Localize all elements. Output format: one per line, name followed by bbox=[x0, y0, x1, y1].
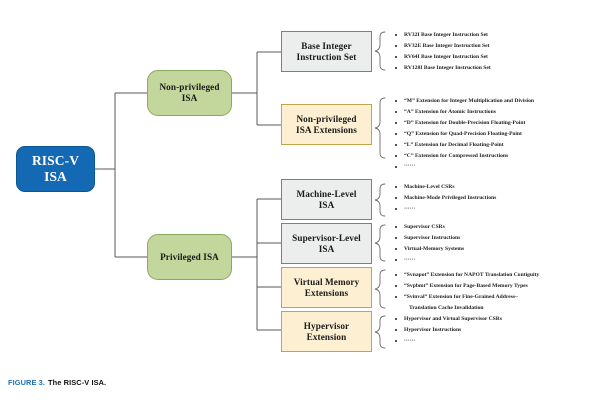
node-base-integer-instruction-set[interactable]: Base Integer Instruction Set bbox=[281, 31, 372, 72]
node-hypervisor-extension-label: Hypervisor Extension bbox=[282, 321, 371, 343]
figure-caption-number: FIGURE 3. bbox=[8, 378, 46, 387]
list-item: “C” Extension for Compressed Instruction… bbox=[393, 151, 534, 162]
node-base-integer-instruction-set-line1: Base Integer bbox=[301, 40, 352, 51]
node-non-privileged-isa-line2: ISA bbox=[181, 93, 198, 103]
list-item: ······ bbox=[393, 204, 496, 215]
node-hypervisor-extension[interactable]: Hypervisor Extension bbox=[281, 311, 372, 352]
list-item: “Svnapot” Extension for NAPOT Translatio… bbox=[393, 270, 539, 281]
node-non-privileged-isa-extensions[interactable]: Non-privileged ISA Extensions bbox=[281, 104, 372, 145]
list-item: “L” Extension for Decimal Floating-Point bbox=[393, 140, 534, 151]
node-supervisor-level-isa-line2: ISA bbox=[318, 243, 335, 254]
list-item: Hypervisor Instructions bbox=[393, 325, 502, 336]
bullets-base-integer-instruction-set: RV32I Base Integer Instruction Set RV32E… bbox=[393, 30, 491, 74]
list-item: Machine-Mode Privileged Instructions bbox=[393, 193, 496, 204]
node-virtual-memory-extensions[interactable]: Virtual Memory Extensions bbox=[281, 267, 372, 308]
list-item: ······ bbox=[393, 336, 502, 347]
list-item: RV32I Base Integer Instruction Set bbox=[393, 30, 491, 41]
list-item: “Svpbmt” Extension for Page-Based Memory… bbox=[393, 281, 539, 292]
list-item: “A” Extension for Atomic Instructions bbox=[393, 107, 534, 118]
node-risc-v-isa-label: RISC-V ISA bbox=[17, 153, 94, 185]
node-supervisor-level-isa[interactable]: Supervisor-Level ISA bbox=[281, 223, 372, 264]
node-virtual-memory-extensions-line2: Extensions bbox=[304, 287, 349, 298]
node-virtual-memory-extensions-label: Virtual Memory Extensions bbox=[282, 277, 371, 299]
node-risc-v-isa-line1: RISC-V bbox=[31, 153, 80, 169]
list-item: Virtual-Memory Systems bbox=[393, 244, 464, 255]
node-risc-v-isa-line2: ISA bbox=[44, 169, 67, 184]
node-non-privileged-isa[interactable]: Non-privileged ISA bbox=[147, 70, 232, 116]
bullets-hypervisor-extension: Hypervisor and Virtual Supervisor CSRs H… bbox=[393, 314, 502, 347]
bullets-supervisor-level-isa: Supervisor CSRs Supervisor Instructions … bbox=[393, 222, 464, 266]
list-item: Supervisor CSRs bbox=[393, 222, 464, 233]
list-item: Supervisor Instructions bbox=[393, 233, 464, 244]
list-item: “D” Extension for Double-Precision Float… bbox=[393, 118, 534, 129]
figure-caption-text: The RISC-V ISA. bbox=[48, 378, 107, 387]
node-machine-level-isa[interactable]: Machine-Level ISA bbox=[281, 179, 372, 220]
node-machine-level-isa-line2: ISA bbox=[318, 199, 335, 210]
list-item: “Svinval” Extension for Fine-Grained Add… bbox=[393, 292, 539, 303]
list-item: Hypervisor and Virtual Supervisor CSRs bbox=[393, 314, 502, 325]
node-non-privileged-isa-line1: Non-privileged bbox=[159, 82, 220, 93]
list-item: RV64I Base Integer Instruction Set bbox=[393, 52, 491, 63]
bullets-non-privileged-isa-extensions: “M” Extension for Integer Multiplication… bbox=[393, 96, 534, 172]
node-hypervisor-extension-line1: Hypervisor bbox=[303, 320, 350, 331]
node-base-integer-instruction-set-label: Base Integer Instruction Set bbox=[282, 41, 371, 63]
node-base-integer-instruction-set-line2: Instruction Set bbox=[296, 51, 357, 62]
list-item: RV128I Base Integer Instruction Set bbox=[393, 63, 491, 74]
node-virtual-memory-extensions-line1: Virtual Memory bbox=[293, 276, 360, 287]
list-item: Machine-Level CSRs bbox=[393, 182, 496, 193]
node-privileged-isa[interactable]: Privileged ISA bbox=[147, 234, 232, 280]
node-non-privileged-isa-extensions-line1: Non-privileged bbox=[296, 113, 357, 124]
bullets-machine-level-isa: Machine-Level CSRs Machine-Mode Privileg… bbox=[393, 182, 496, 215]
node-non-privileged-isa-extensions-line2: ISA Extensions bbox=[296, 124, 357, 135]
node-risc-v-isa[interactable]: RISC-V ISA bbox=[16, 146, 95, 192]
node-privileged-isa-label: Privileged ISA bbox=[148, 252, 231, 263]
list-item: “M” Extension for Integer Multiplication… bbox=[393, 96, 534, 107]
node-machine-level-isa-line1: Machine-Level bbox=[296, 188, 357, 199]
node-machine-level-isa-label: Machine-Level ISA bbox=[282, 189, 371, 211]
node-non-privileged-isa-extensions-label: Non-privileged ISA Extensions bbox=[282, 114, 371, 136]
list-item: “Q” Extension for Quad-Precision Floatin… bbox=[393, 129, 534, 140]
list-item: ······ bbox=[393, 161, 534, 172]
figure-caption: FIGURE 3.The RISC-V ISA. bbox=[8, 378, 106, 387]
node-supervisor-level-isa-label: Supervisor-Level ISA bbox=[282, 233, 371, 255]
node-supervisor-level-isa-line1: Supervisor-Level bbox=[292, 232, 361, 243]
list-item: RV32E Base Integer Instruction Set bbox=[393, 41, 491, 52]
node-non-privileged-isa-label: Non-privileged ISA bbox=[148, 82, 231, 104]
node-privileged-isa-line1: Privileged ISA bbox=[160, 251, 219, 262]
node-hypervisor-extension-line2: Extension bbox=[306, 331, 347, 342]
bullets-virtual-memory-extensions: “Svnapot” Extension for NAPOT Translatio… bbox=[393, 270, 539, 314]
list-item: ······ bbox=[393, 255, 464, 266]
list-item-continuation: Translation Cache Invalidation bbox=[409, 304, 484, 311]
